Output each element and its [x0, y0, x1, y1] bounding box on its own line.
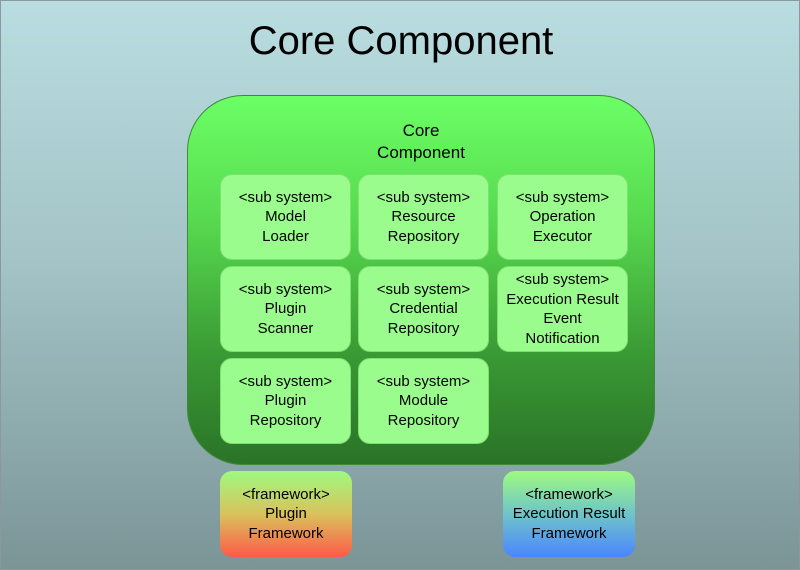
- subsystem-resource-repository: <sub system> Resource Repository: [358, 174, 489, 260]
- framework-name-line: Framework: [531, 524, 607, 542]
- framework-stereotype: <framework>: [242, 485, 330, 503]
- core-label-line2: Component: [377, 143, 465, 162]
- framework-name-line: Plugin: [265, 505, 307, 523]
- framework-execution-result: <framework> Execution Result Framework: [503, 471, 635, 557]
- subsystem-stereotype: <sub system>: [238, 188, 333, 206]
- subsystem-name-line: Loader: [262, 227, 309, 245]
- subsystem-name-line: Repository: [387, 411, 460, 429]
- subsystem-plugin-repository: <sub system> Plugin Repository: [220, 358, 351, 444]
- diagram-title: Core Component: [248, 19, 554, 63]
- subsystem-name-line: Plugin: [264, 392, 307, 410]
- subsystem-stereotype: <sub system>: [238, 372, 333, 390]
- subsystem-name-line: Repository: [249, 411, 322, 429]
- subsystem-stereotype: <sub system>: [238, 280, 333, 298]
- subsystem-plugin-scanner: <sub system> Plugin Scanner: [220, 266, 351, 352]
- subsystem-model-loader: <sub system> Model Loader: [220, 174, 351, 260]
- subsystem-stereotype: <sub system>: [376, 280, 471, 298]
- core-label-line1: Core: [402, 121, 440, 140]
- subsystem-execution-result-event-notification: <sub system> Execution Result Event Noti…: [497, 266, 628, 352]
- subsystem-name-line: Module: [398, 392, 449, 410]
- subsystem-stereotype: <sub system>: [515, 188, 610, 206]
- core-component-label: Core Component: [188, 120, 654, 164]
- framework-name-line: Framework: [248, 524, 324, 542]
- framework-stereotype: <framework>: [525, 485, 613, 503]
- subsystem-operation-executor: <sub system> Operation Executor: [497, 174, 628, 260]
- subsystem-name-line: Resource: [391, 208, 456, 226]
- subsystem-name-line: Credential: [389, 300, 458, 318]
- subsystem-stereotype: <sub system>: [515, 271, 610, 288]
- subsystem-name-line: Event: [543, 310, 582, 327]
- subsystem-name-line: Model: [265, 208, 306, 226]
- subsystem-stereotype: <sub system>: [376, 372, 471, 390]
- subsystem-name-line: Operation: [529, 208, 596, 226]
- subsystem-name-line: Notification: [525, 329, 600, 347]
- subsystem-name-line: Scanner: [257, 319, 314, 337]
- framework-plugin: <framework> Plugin Framework: [220, 471, 352, 557]
- subsystem-name-line: Plugin: [264, 300, 307, 318]
- subsystem-stereotype: <sub system>: [376, 188, 471, 206]
- subsystem-name-line: Repository: [387, 319, 460, 337]
- subsystem-name-line: Executor: [532, 227, 593, 245]
- subsystem-name-line: Execution Result: [506, 290, 619, 308]
- subsystem-module-repository: <sub system> Module Repository: [358, 358, 489, 444]
- subsystem-name-line: Repository: [387, 227, 460, 245]
- subsystem-credential-repository: <sub system> Credential Repository: [358, 266, 489, 352]
- framework-name-line: Execution Result: [512, 505, 626, 523]
